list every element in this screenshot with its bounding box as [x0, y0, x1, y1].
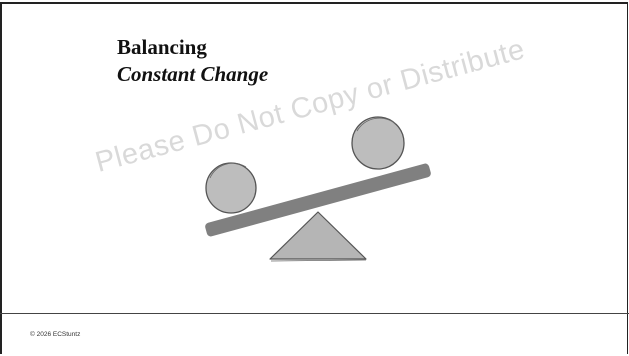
seesaw-beam: [205, 163, 431, 237]
left-ball: [205, 162, 257, 214]
slide-title: Balancing: [117, 35, 207, 59]
right-ball: [351, 116, 405, 170]
right-ball-sketch-line: [356, 117, 397, 132]
footer-divider: [0, 313, 629, 314]
copyright-footer: © 2026 ECStuntz: [30, 331, 81, 338]
left-ball-sketch-line: [209, 162, 247, 179]
fulcrum-triangle: [269, 211, 367, 260]
slide-subtitle: Constant Change: [117, 62, 269, 86]
fulcrum-base-line: [270, 259, 367, 262]
